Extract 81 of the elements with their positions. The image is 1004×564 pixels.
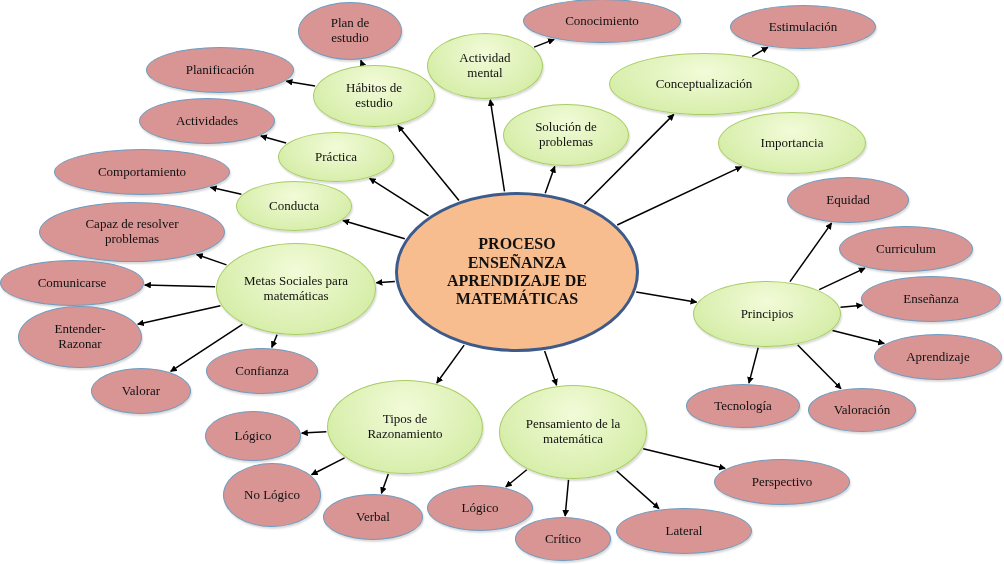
node-label: Estimulación: [767, 19, 839, 35]
node-label: Curriculum: [875, 241, 937, 257]
node-label: Lógico: [233, 428, 273, 444]
node-label: Comportamiento: [96, 164, 188, 180]
node-label: Valoración: [832, 402, 892, 418]
arrow: [751, 46, 769, 58]
node-label: Lateral: [664, 523, 704, 539]
node-label: Conceptualización: [654, 76, 754, 92]
node-label: Aprendizaje: [905, 349, 971, 365]
arrow: [543, 350, 558, 386]
arrow: [285, 78, 316, 87]
node-label: Tipos de Razonamiento: [366, 412, 444, 442]
node-label: Lógico: [460, 500, 500, 516]
arrow: [375, 279, 396, 286]
subtopic-ellipse: [18, 306, 142, 368]
node-label: Valorar: [120, 383, 162, 399]
topic-ellipse: [427, 33, 543, 99]
arrow: [436, 344, 465, 384]
subtopic-ellipse: [323, 494, 423, 540]
arrow: [839, 302, 864, 310]
node-label: Solución de problemas: [534, 120, 598, 150]
arrow: [300, 429, 328, 437]
node-label: Práctica: [314, 149, 358, 165]
node-label: Enseñanza: [902, 291, 960, 307]
node-label: Hábitos de estudio: [345, 81, 403, 111]
node-label: Plan de estudio: [329, 16, 371, 46]
arrow: [796, 344, 842, 390]
node-label: Perspectivo: [750, 474, 814, 490]
node-label: Crítico: [543, 531, 583, 547]
arrow: [642, 448, 726, 471]
node-label: Principios: [739, 306, 795, 322]
topic-ellipse: [278, 132, 394, 182]
arrow: [505, 469, 528, 488]
arrow: [544, 165, 556, 194]
arrow: [616, 470, 660, 510]
topic-ellipse: [313, 65, 435, 127]
node-label: Planificación: [184, 62, 256, 78]
node-label: PROCESO ENSEÑANZA APRENDIZAJE DE MATEMÁTICAS: [446, 235, 588, 309]
arrow: [195, 253, 228, 266]
node-label: Actividad mental: [458, 51, 512, 81]
arrow: [271, 333, 278, 349]
node-label: Metas Sociales para matemáticas: [243, 274, 349, 304]
arrow: [831, 329, 886, 346]
node-label: Conocimiento: [564, 13, 640, 29]
arrow: [260, 134, 287, 144]
node-label: No Lógico: [243, 487, 301, 503]
node-label: Actividades: [174, 113, 240, 129]
topic-ellipse: [236, 181, 352, 231]
subtopic-ellipse: [427, 485, 533, 531]
arrow: [380, 473, 390, 495]
subtopic-ellipse: [206, 348, 318, 394]
arrow: [562, 479, 570, 517]
subtopic-ellipse: [515, 517, 611, 561]
subtopic-ellipse: [223, 463, 321, 527]
node-label: Equidad: [825, 192, 871, 208]
arrow: [144, 281, 216, 289]
node-label: Conducta: [268, 198, 320, 214]
node-label: Tecnología: [713, 398, 773, 414]
arrow: [583, 113, 675, 205]
node-label: Pensamiento de la matemática: [524, 417, 622, 447]
arrow: [616, 165, 743, 226]
subtopic-ellipse: [139, 98, 275, 144]
node-label: Entender- Razonar: [53, 322, 107, 352]
arrow: [533, 38, 555, 48]
arrow: [747, 347, 759, 384]
node-label: Comunicarse: [36, 275, 108, 291]
node-label: Verbal: [355, 509, 391, 525]
topic-ellipse: [503, 104, 629, 166]
arrow: [310, 457, 346, 476]
arrow: [487, 99, 506, 193]
arrow: [635, 291, 698, 305]
arrow: [789, 222, 833, 283]
arrow: [209, 185, 243, 195]
node-label: Importancia: [759, 135, 825, 151]
node-label: Confianza: [234, 363, 290, 379]
arrow: [818, 267, 866, 291]
node-label: Capaz de resolver problemas: [84, 217, 180, 247]
arrow: [368, 177, 430, 217]
subtopic-ellipse: [146, 47, 294, 93]
arrow: [169, 323, 244, 373]
subtopic-ellipse: [0, 260, 144, 306]
